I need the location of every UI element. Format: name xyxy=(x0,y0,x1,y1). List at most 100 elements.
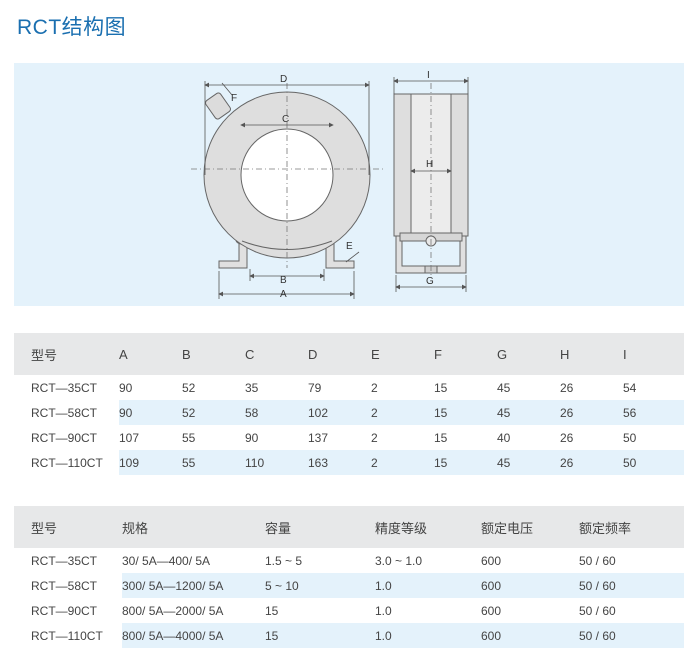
column-header: I xyxy=(623,346,627,362)
table-cell: 2 xyxy=(371,450,434,475)
column-header: 容量 xyxy=(265,520,292,536)
table-cell: 15 xyxy=(434,400,497,425)
model-cell: RCT—35CT xyxy=(31,553,98,568)
dim-label-h: H xyxy=(426,159,433,170)
table-cell: 800/ 5A—2000/ 5A xyxy=(122,603,224,618)
table-cell: 50 / 60 xyxy=(579,603,616,618)
column-header: 型号 xyxy=(31,520,58,536)
dimensions-table: 型号 A B C D E F G H I RCT—35CT 90 52 35 7… xyxy=(14,333,684,475)
table-cell: 15 xyxy=(265,603,279,618)
table-row: RCT—58CT 90 52 58 102 2 15 45 26 56 xyxy=(14,400,684,425)
table-cell: 90 xyxy=(245,430,259,445)
table-cell: 102 xyxy=(308,400,371,425)
page-title: RCT结构图 xyxy=(17,16,127,39)
table-cell: 110 xyxy=(245,450,308,475)
dim-label-c: C xyxy=(282,114,289,125)
table-row: RCT—35CT 30/ 5A—400/ 5A 1.5 ~ 5 3.0 ~ 1.… xyxy=(14,548,684,573)
table-row: RCT—90CT 107 55 90 137 2 15 40 26 50 xyxy=(14,425,684,450)
table-header-row: 型号 规格 容量 精度等级 额定电压 额定频率 xyxy=(14,506,684,548)
table-cell: 1.0 xyxy=(375,573,481,598)
table-cell: 2 xyxy=(371,430,378,445)
column-header: 规格 xyxy=(122,520,149,536)
column-header: E xyxy=(371,346,380,362)
table-row: RCT—58CT 300/ 5A—1200/ 5A 5 ~ 10 1.0 600… xyxy=(14,573,684,598)
table-cell: 40 xyxy=(497,430,511,445)
table-cell: 300/ 5A—1200/ 5A xyxy=(122,573,265,598)
table-cell: 1.0 xyxy=(375,623,481,648)
column-header: B xyxy=(182,346,191,362)
table-cell: 54 xyxy=(623,380,637,395)
model-cell: RCT—58CT xyxy=(31,578,98,593)
table-cell: 52 xyxy=(182,400,245,425)
column-header: C xyxy=(245,346,255,362)
column-header: 额定频率 xyxy=(579,520,632,536)
model-cell: RCT—110CT xyxy=(31,455,103,470)
table-cell: 50 / 60 xyxy=(579,573,684,598)
table-cell: 600 xyxy=(481,573,579,598)
column-header: 精度等级 xyxy=(375,520,428,536)
model-cell: RCT—90CT xyxy=(31,603,98,618)
dim-label-f: F xyxy=(231,93,237,104)
column-header: H xyxy=(560,346,570,362)
table-cell: 90 xyxy=(119,400,182,425)
column-header: 额定电压 xyxy=(481,520,534,536)
table-cell: 26 xyxy=(560,400,623,425)
table-cell: 15 xyxy=(434,380,448,395)
table-cell: 15 xyxy=(265,623,375,648)
table-cell: 55 xyxy=(182,430,196,445)
table-cell: 600 xyxy=(481,553,502,568)
table-cell: 137 xyxy=(308,430,329,445)
table-cell: 45 xyxy=(497,400,560,425)
structure-diagram: D F C E B A I H G xyxy=(14,63,684,306)
table-cell: 26 xyxy=(560,450,623,475)
table-cell: 600 xyxy=(481,623,579,648)
model-cell: RCT—110CT xyxy=(31,628,103,643)
table-cell: 600 xyxy=(481,603,502,618)
table-cell: 56 xyxy=(623,400,684,425)
table-cell: 50 / 60 xyxy=(579,623,684,648)
table-cell: 30/ 5A—400/ 5A xyxy=(122,553,211,568)
table-row: RCT—110CT 800/ 5A—4000/ 5A 15 1.0 600 50… xyxy=(14,623,684,648)
table-cell: 1.0 xyxy=(375,603,392,618)
table-cell: 800/ 5A—4000/ 5A xyxy=(122,623,265,648)
table-cell: 45 xyxy=(497,380,511,395)
table-cell: 5 ~ 10 xyxy=(265,573,375,598)
table-cell: 50 xyxy=(623,430,637,445)
table-cell: 50 / 60 xyxy=(579,553,616,568)
column-header: 型号 xyxy=(31,347,58,363)
column-header: F xyxy=(434,346,442,362)
table-cell: 2 xyxy=(371,380,378,395)
table-header-row: 型号 A B C D E F G H I xyxy=(14,333,684,375)
model-cell: RCT—90CT xyxy=(31,430,98,445)
table-cell: 45 xyxy=(497,450,560,475)
table-cell: 58 xyxy=(245,400,308,425)
dim-label-i: I xyxy=(427,70,430,81)
diagram-drawing: D F C E B A I H G xyxy=(191,70,469,300)
table-cell: 15 xyxy=(434,430,448,445)
table-cell: 1.5 ~ 5 xyxy=(265,553,303,568)
table-cell: 55 xyxy=(182,450,245,475)
table-cell: 52 xyxy=(182,380,196,395)
table-cell: 107 xyxy=(119,430,140,445)
table-cell: 3.0 ~ 1.0 xyxy=(375,553,423,568)
dim-label-d: D xyxy=(280,74,287,85)
table-cell: 26 xyxy=(560,380,574,395)
dim-label-e: E xyxy=(346,241,353,252)
column-header: A xyxy=(119,346,128,362)
dim-label-b: B xyxy=(280,275,287,286)
table-row: RCT—90CT 800/ 5A—2000/ 5A 15 1.0 600 50 … xyxy=(14,598,684,623)
table-cell: 15 xyxy=(434,450,497,475)
column-header: G xyxy=(497,346,508,362)
specifications-table: 型号 规格 容量 精度等级 额定电压 额定频率 RCT—35CT 30/ 5A—… xyxy=(14,506,684,648)
table-cell: 26 xyxy=(560,430,574,445)
dim-label-g: G xyxy=(426,276,434,287)
model-cell: RCT—35CT xyxy=(31,380,98,395)
table-cell: 163 xyxy=(308,450,371,475)
table-row: RCT—35CT 90 52 35 79 2 15 45 26 54 xyxy=(14,375,684,400)
column-header: D xyxy=(308,346,318,362)
table-cell: 35 xyxy=(245,380,259,395)
model-cell: RCT—58CT xyxy=(31,405,98,420)
table-cell: 109 xyxy=(119,450,182,475)
table-cell: 90 xyxy=(119,380,133,395)
table-cell: 79 xyxy=(308,380,322,395)
